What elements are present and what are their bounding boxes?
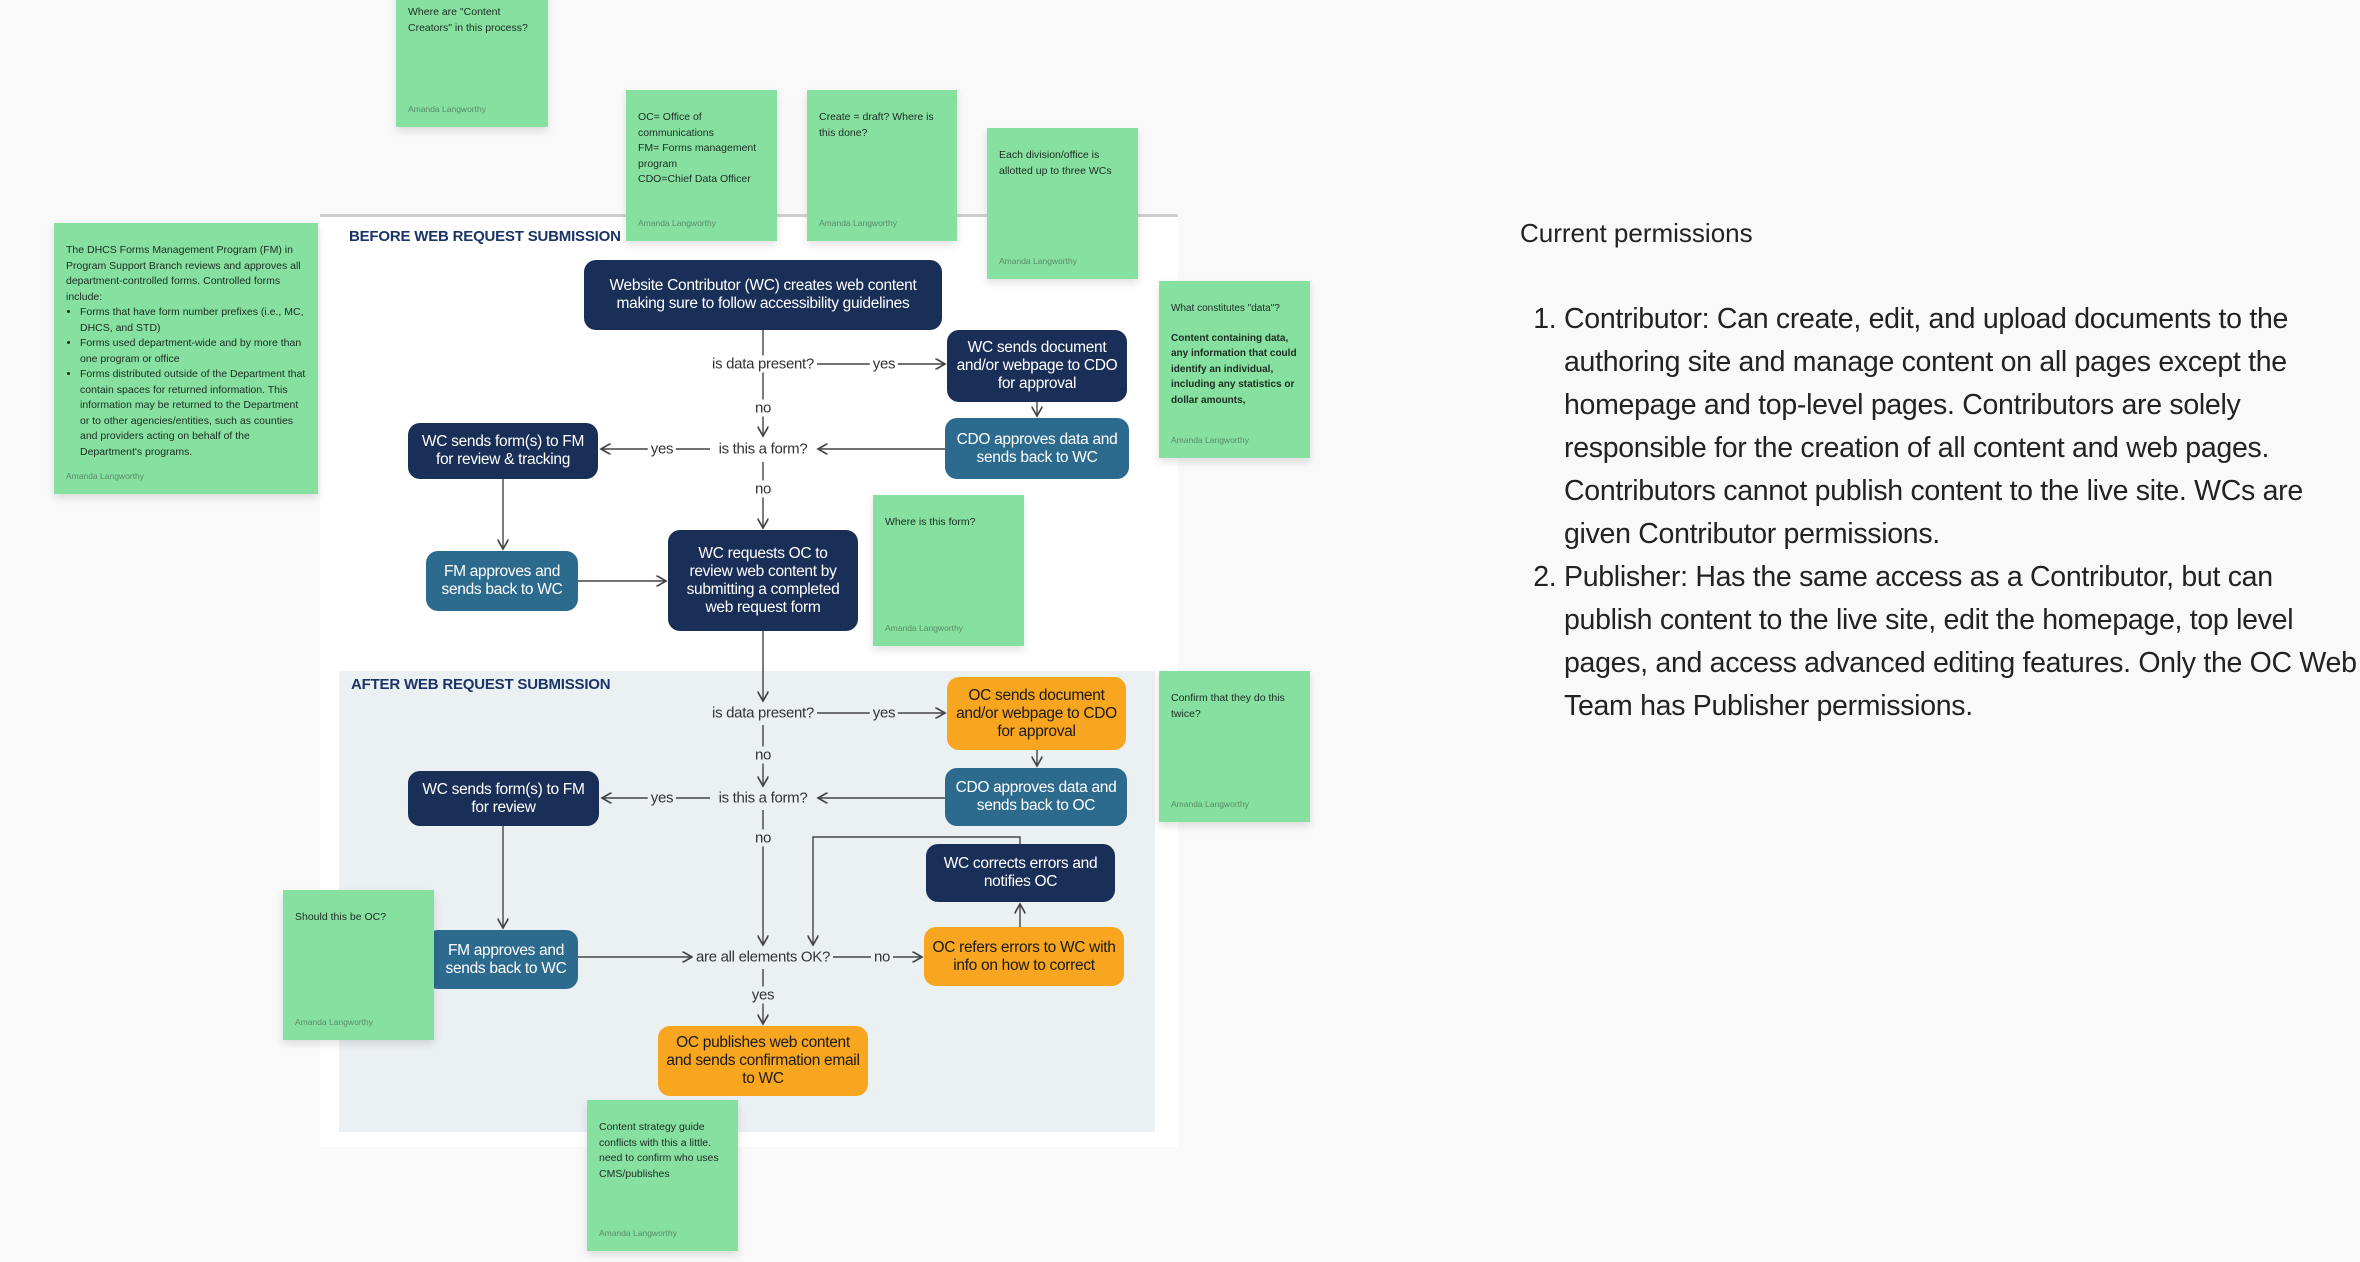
- node-wc-sends-fm-tracking: WC sends form(s) to FM for review & trac…: [408, 423, 598, 479]
- sticky-text-bold: Content containing data, any information…: [1171, 332, 1297, 406]
- sticky-note[interactable]: Where are "Content Creators" in this pro…: [396, 0, 548, 127]
- sticky-text: Each division/office is allotted up to t…: [999, 149, 1112, 177]
- node-wc-corrects: WC corrects errors and notifies OC: [926, 844, 1115, 902]
- permissions-list: Contributor: Can create, edit, and uploa…: [1520, 298, 2360, 728]
- label-no: no: [751, 399, 775, 417]
- sticky-text: Confirm that they do this twice?: [1171, 692, 1285, 720]
- sticky-note[interactable]: Content strategy guide conflicts with th…: [587, 1100, 738, 1251]
- sticky-author: Amanda Langworthy: [599, 1227, 677, 1238]
- connector: [813, 836, 1021, 945]
- sticky-note[interactable]: What constitutes "data"? Content contain…: [1159, 281, 1310, 458]
- sticky-author: Amanda Langworthy: [408, 103, 486, 114]
- sticky-text: FM= Forms management program: [638, 142, 757, 170]
- sticky-note[interactable]: Create = draft? Where is this done? Aman…: [807, 90, 957, 241]
- node-fm-approves-after: FM approves and sends back to WC: [426, 930, 578, 989]
- node-oc-publishes: OC publishes web content and sends confi…: [658, 1026, 868, 1096]
- sticky-note[interactable]: Each division/office is allotted up to t…: [987, 128, 1138, 279]
- label-no: no: [870, 948, 894, 966]
- before-section-header: BEFORE WEB REQUEST SUBMISSION: [349, 228, 621, 245]
- sticky-text: What constitutes "data"?: [1171, 303, 1280, 314]
- label-no: no: [751, 829, 775, 847]
- sticky-author: Amanda Langworthy: [1171, 434, 1249, 445]
- sticky-author: Amanda Langworthy: [999, 255, 1077, 266]
- node-wc-sends-fm-review: WC sends form(s) to FM for review: [408, 771, 599, 826]
- permission-item-publisher: Publisher: Has the same access as a Cont…: [1564, 556, 2360, 728]
- node-cdo-approves-wc: CDO approves data and sends back to WC: [945, 418, 1129, 479]
- after-section-header: AFTER WEB REQUEST SUBMISSION: [351, 676, 611, 693]
- sticky-note[interactable]: OC= Office of communications FM= Forms m…: [626, 90, 777, 241]
- decision-is-form: is this a form?: [715, 789, 811, 807]
- sticky-bullet: Forms distributed outside of the Departm…: [80, 367, 306, 460]
- decision-is-form: is this a form?: [715, 440, 811, 458]
- node-oc-refers-errors: OC refers errors to WC with info on how …: [924, 927, 1124, 986]
- sticky-bullet: Forms used department-wide and by more t…: [80, 336, 306, 367]
- node-wc-requests-oc: WC requests OC to review web content by …: [668, 530, 858, 631]
- sticky-author: Amanda Langworthy: [885, 622, 963, 633]
- node-wc-creates: Website Contributor (WC) creates web con…: [584, 260, 942, 330]
- label-no: no: [751, 746, 775, 764]
- node-oc-sends-cdo: OC sends document and/or webpage to CDO …: [947, 677, 1126, 750]
- permissions-title: Current permissions: [1520, 218, 1753, 248]
- sticky-author: Amanda Langworthy: [1171, 798, 1249, 809]
- sticky-note[interactable]: The DHCS Forms Management Program (FM) i…: [54, 223, 318, 494]
- node-cdo-approves-oc: CDO approves data and sends back to OC: [945, 768, 1127, 826]
- sticky-text: Content strategy guide conflicts with th…: [599, 1121, 719, 1180]
- sticky-author: Amanda Langworthy: [638, 217, 716, 228]
- sticky-bullet: Forms that have form number prefixes (i.…: [80, 305, 306, 336]
- sticky-text: OC= Office of communications: [638, 111, 714, 139]
- sticky-note[interactable]: Confirm that they do this twice? Amanda …: [1159, 671, 1310, 822]
- sticky-text: Should this be OC?: [295, 911, 387, 923]
- sticky-text: CDO=Chief Data Officer: [638, 173, 751, 185]
- label-yes: yes: [869, 355, 899, 373]
- sticky-bullets: Forms that have form number prefixes (i.…: [66, 305, 306, 460]
- sticky-note[interactable]: Where is this form? Amanda Langworthy: [873, 495, 1024, 646]
- node-fm-approves-before: FM approves and sends back to WC: [426, 551, 578, 611]
- decision-all-ok: are all elements OK?: [692, 948, 834, 966]
- sticky-text: Where are "Content Creators" in this pro…: [408, 6, 528, 34]
- sticky-text: The DHCS Forms Management Program (FM) i…: [66, 244, 301, 303]
- sticky-author: Amanda Langworthy: [66, 470, 144, 481]
- label-yes: yes: [647, 789, 677, 807]
- decision-data-present: is data present?: [709, 704, 817, 722]
- label-yes: yes: [647, 440, 677, 458]
- sticky-text: Create = draft? Where is this done?: [819, 111, 934, 139]
- permission-item-contributor: Contributor: Can create, edit, and uploa…: [1564, 298, 2360, 556]
- label-no: no: [751, 480, 775, 498]
- sticky-note[interactable]: Should this be OC? Amanda Langworthy: [283, 890, 434, 1040]
- sticky-author: Amanda Langworthy: [295, 1016, 373, 1027]
- node-wc-sends-cdo: WC sends document and/or webpage to CDO …: [947, 330, 1127, 402]
- decision-data-present: is data present?: [709, 355, 817, 373]
- label-yes: yes: [748, 986, 778, 1004]
- label-yes: yes: [869, 704, 899, 722]
- sticky-author: Amanda Langworthy: [819, 217, 897, 228]
- sticky-text: Where is this form?: [885, 516, 976, 528]
